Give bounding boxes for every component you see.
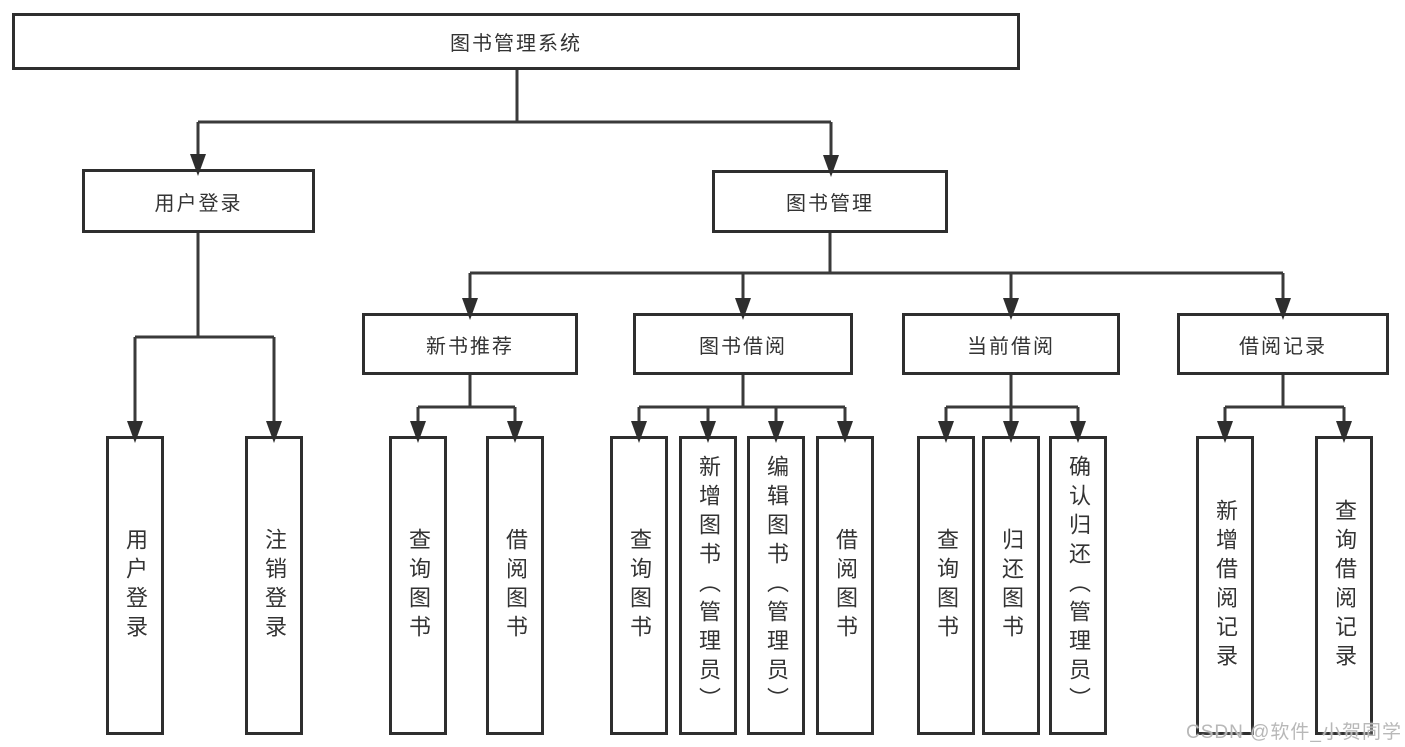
leaf-query-books-borrow: 查询图书 (610, 436, 668, 735)
leaf-add-book-admin: 新增图书（管理员） (679, 436, 737, 735)
leaf-edit-book-admin: 编辑图书（管理员） (747, 436, 805, 735)
edge-user-login-to-leaves (133, 233, 276, 424)
node-borrowing-records: 借阅记录 (1177, 313, 1389, 375)
edge-root-to-level2 (196, 70, 833, 160)
edge-borrowing-to-leaves (637, 375, 847, 424)
node-user-login: 用户登录 (82, 169, 315, 233)
leaf-query-borrow-record: 查询借阅记录 (1315, 436, 1373, 735)
leaf-query-books-recommend: 查询图书 (389, 436, 447, 735)
leaf-return-books: 归还图书 (982, 436, 1040, 735)
node-new-book-recommendation: 新书推荐 (362, 313, 578, 375)
node-library-management-system: 图书管理系统 (12, 13, 1020, 70)
leaf-query-books-current: 查询图书 (917, 436, 975, 735)
edge-current-to-leaves (944, 375, 1080, 424)
leaf-add-borrow-record: 新增借阅记录 (1196, 436, 1254, 735)
node-book-management: 图书管理 (712, 170, 948, 233)
leaf-confirm-return-admin: 确认归还（管理员） (1049, 436, 1107, 735)
watermark: CSDN @软件_小贺同学 (1186, 722, 1402, 743)
leaf-logout: 注销登录 (245, 436, 303, 735)
node-current-borrowing: 当前借阅 (902, 313, 1120, 375)
edge-recommendation-to-leaves (416, 375, 517, 424)
node-book-borrowing: 图书借阅 (633, 313, 853, 375)
leaf-borrow-books-borrow: 借阅图书 (816, 436, 874, 735)
edge-records-to-leaves (1223, 375, 1346, 424)
edge-book-management-to-level3 (468, 233, 1285, 300)
leaf-borrow-books-recommend: 借阅图书 (486, 436, 544, 735)
leaf-user-login: 用户登录 (106, 436, 164, 735)
